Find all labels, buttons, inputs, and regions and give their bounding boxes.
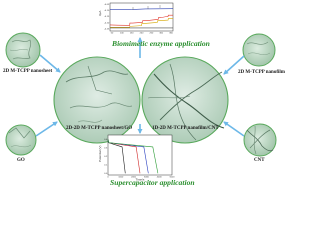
title-biomimetic: Biomimetic enzyme application <box>112 39 210 48</box>
title-supercapacitor: Supercapacitor application <box>110 178 195 187</box>
tem-image-go <box>5 124 37 156</box>
tem-image-composite-go <box>53 56 141 144</box>
chart2-y-tick-label: 0.4 <box>104 139 108 141</box>
chart1-x-tick-label: 250 <box>150 33 154 35</box>
chart1-series-line-3 <box>110 18 173 28</box>
chart2-series <box>107 139 159 174</box>
chart1-series-line-2 <box>109 14 173 26</box>
chart2-y-tick-label: 0.2 <box>104 156 108 158</box>
chart1-y-tick-label: -0.20 <box>104 22 110 24</box>
label-go: GO <box>17 158 25 163</box>
tem-image-mof-nanosheet <box>5 32 41 68</box>
chart2-ylabel: Potential (V) <box>98 145 102 162</box>
chart1-y-tick-label: -0.10 <box>104 10 110 12</box>
label-cnt: CNT <box>254 158 265 163</box>
chart2-x-tick-label: 0 <box>107 177 109 179</box>
chart1-ylabel: I/μA <box>98 11 102 16</box>
diagram-canvas: I/μA 50 100 150 200 250 300 350 -0.05 -0.10 -0.15… <box>5 2 277 182</box>
arrow-nanosheet-to-composite <box>39 54 61 73</box>
chart2-x-tick-label: 1000 <box>118 177 124 179</box>
chart1-series-line-1 <box>110 8 174 10</box>
connector-arrows <box>35 37 245 137</box>
chart2-y-tick-label: 0.1 <box>104 165 108 167</box>
chart1-y-tick-label: -0.15 <box>104 16 110 18</box>
label-composite-cnt: 1D-2D M-TCPP nanofilm/CNT <box>152 126 219 131</box>
chart2-x-tick-label: 5000 <box>170 177 176 179</box>
tem-image-cnt <box>243 123 277 157</box>
chart1-tick-labels: 50 100 150 200 250 300 350 -0.05 -0.10 -0.15 -0.20… <box>104 4 173 35</box>
label-composite-go: 2D-2D M-TCPP nanosheet/GO <box>66 126 133 131</box>
chart-amperometric: I/μA 50 100 150 200 250 300 350 -0.05 -0.10 -0.15… <box>98 2 174 35</box>
chart1-y-tick-label: -0.05 <box>104 4 110 6</box>
chart1-x-tick-label: 150 <box>130 33 134 35</box>
chart1-x-tick-label: 50 <box>111 33 114 35</box>
chart1-x-tick-label: 350 <box>169 33 173 35</box>
chart2-xlabel: Time/s <box>136 178 145 182</box>
chart2-x-tick-label: 4000 <box>157 177 163 179</box>
chart2-y-tick-label: 0.0 <box>104 173 108 175</box>
label-mof-nanofilm: 2D M-TCPP nanofilm <box>238 70 285 75</box>
chart2-series-line-4 <box>107 139 159 174</box>
arrow-nanofilm-to-composite <box>223 55 245 75</box>
arrow-go-to-composite <box>35 121 58 137</box>
chart2-x-tick-label: 3000 <box>144 177 150 179</box>
arrow-cnt-to-composite <box>223 121 245 137</box>
chart2-tick-labels: 0 1000 2000 3000 4000 5000 0.4 0.3 0.2 0.1 0.0 <box>104 139 175 179</box>
chart1-x-tick-label: 100 <box>120 33 124 35</box>
chart2-y-tick-label: 0.3 <box>104 148 108 150</box>
injection-markers <box>132 5 161 10</box>
tem-image-composite-cnt <box>141 56 229 144</box>
chart2-x-tick-label: 2000 <box>131 177 137 179</box>
chart-charge-discharge: Potential (V) Time/s 0 1000 2000 3000 4000 50… <box>98 134 175 182</box>
graphical-abstract: I/μA 50 100 150 200 250 300 350 -0.05 -0.10 -0.15… <box>3 2 285 187</box>
label-mof-nanosheet: 2D M-TCPP nanosheet <box>3 69 53 74</box>
chart1-x-tick-label: 200 <box>140 33 144 35</box>
chart1-y-tick-label: -0.25 <box>104 28 110 30</box>
chart1-x-tick-label: 300 <box>159 33 163 35</box>
chart1-series <box>109 8 174 29</box>
tem-image-mof-nanofilm <box>242 33 276 67</box>
